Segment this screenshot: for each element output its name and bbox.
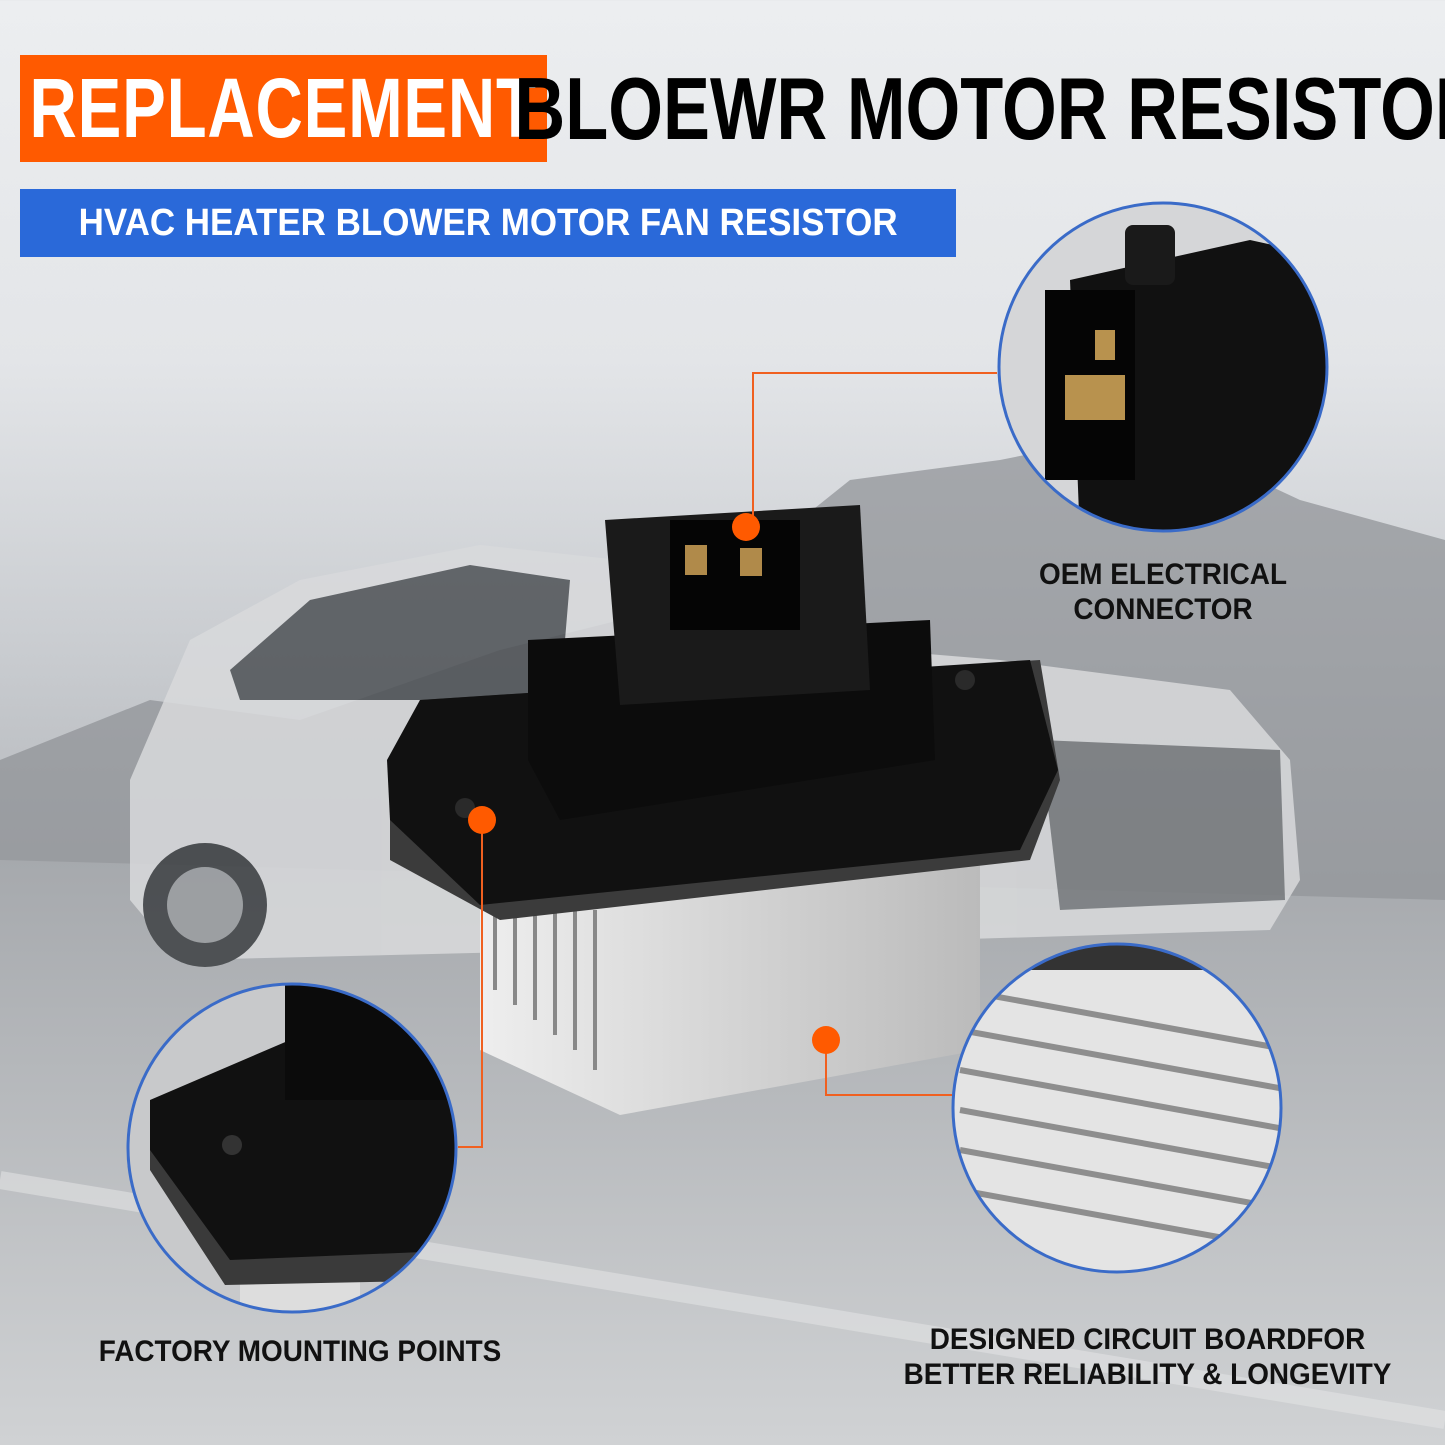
resistor-product	[387, 505, 1060, 1115]
label-line: OEM ELECTRICAL	[1038, 558, 1287, 591]
callout-connector-label: OEM ELECTRICAL CONNECTOR	[1003, 557, 1323, 627]
callout-dot	[468, 806, 496, 834]
callout-circuit-label: DESIGNED CIRCUIT BOARDFOR BETTER RELIABI…	[850, 1322, 1445, 1392]
detail-circle-heatsink	[954, 945, 1280, 1271]
subtitle-text: HVAC HEATER BLOWER MOTOR FAN RESISTOR	[78, 201, 898, 244]
callout-mounting-label: FACTORY MOUNTING POINTS	[55, 1334, 545, 1369]
page-title: BLOEWR MOTOR RESISTOR	[514, 55, 1445, 162]
callout-lines	[458, 372, 997, 1148]
detail-circle-connector	[1000, 204, 1326, 530]
label-line: DESIGNED CIRCUIT BOARDFOR	[929, 1323, 1366, 1356]
circle-border	[997, 201, 1329, 533]
callout-dot	[732, 513, 760, 541]
page-title-text: BLOEWR MOTOR RESISTOR	[514, 58, 1445, 158]
label-line: BETTER RELIABILITY & LONGEVITY	[903, 1358, 1392, 1391]
callout-dot	[812, 1026, 840, 1054]
replacement-badge: REPLACEMENT	[20, 55, 547, 162]
subtitle-banner: HVAC HEATER BLOWER MOTOR FAN RESISTOR	[20, 189, 956, 257]
badge-text: REPLACEMENT	[29, 61, 538, 155]
label-line: CONNECTOR	[1073, 593, 1253, 626]
circle-border	[951, 942, 1283, 1274]
label-line: FACTORY MOUNTING POINTS	[98, 1335, 502, 1368]
circle-border	[126, 982, 458, 1314]
